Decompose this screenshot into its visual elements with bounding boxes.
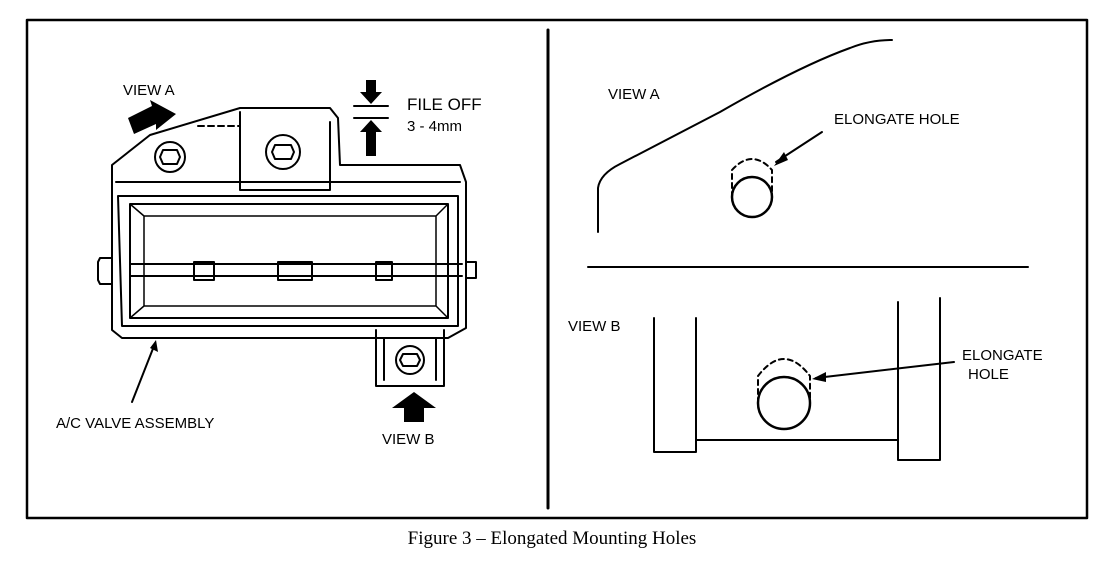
elongate-hole-label-bottom-line2: HOLE: [968, 366, 1009, 383]
assembly-leader-line: [131, 345, 155, 403]
mounting-hole: [756, 375, 812, 431]
file-off-label: FILE OFF: [407, 95, 482, 114]
assembly-label: A/C VALVE ASSEMBLY: [56, 415, 214, 432]
valve-assembly-drawing: [97, 107, 477, 387]
arrow-down-icon: [360, 80, 382, 104]
view-b-detail: [653, 297, 955, 461]
mounting-hole: [730, 175, 774, 219]
bolt-icon: [154, 141, 186, 173]
file-off-amount: 3 - 4mm: [407, 118, 462, 135]
leader-arrowhead-icon: [812, 372, 826, 382]
file-off-indicator: [353, 80, 389, 156]
bolt-icon: [395, 345, 425, 375]
view-b-arrow-icon: [392, 392, 436, 422]
view-a-detail: [597, 39, 893, 233]
elongate-hole-label-top: ELONGATE HOLE: [834, 111, 960, 128]
elongate-hole-label-bottom-line1: ELONGATE: [962, 347, 1043, 364]
view-a-detail-label: VIEW A: [608, 86, 660, 103]
elongation-outline: [731, 158, 773, 198]
arrow-up-icon: [360, 120, 382, 156]
figure-frame: [25, 18, 1089, 520]
elongation-outline: [757, 358, 811, 404]
leader-arrowhead-icon: [150, 340, 158, 352]
view-a-label: VIEW A: [123, 82, 175, 99]
leader-arrowhead-icon: [774, 152, 788, 166]
view-b-detail-label: VIEW B: [568, 318, 621, 335]
figure-caption: Figure 3 – Elongated Mounting Holes: [407, 528, 697, 549]
bolt-icon: [265, 134, 301, 170]
view-a-arrow-icon: [128, 100, 176, 134]
view-b-label: VIEW B: [382, 431, 435, 448]
